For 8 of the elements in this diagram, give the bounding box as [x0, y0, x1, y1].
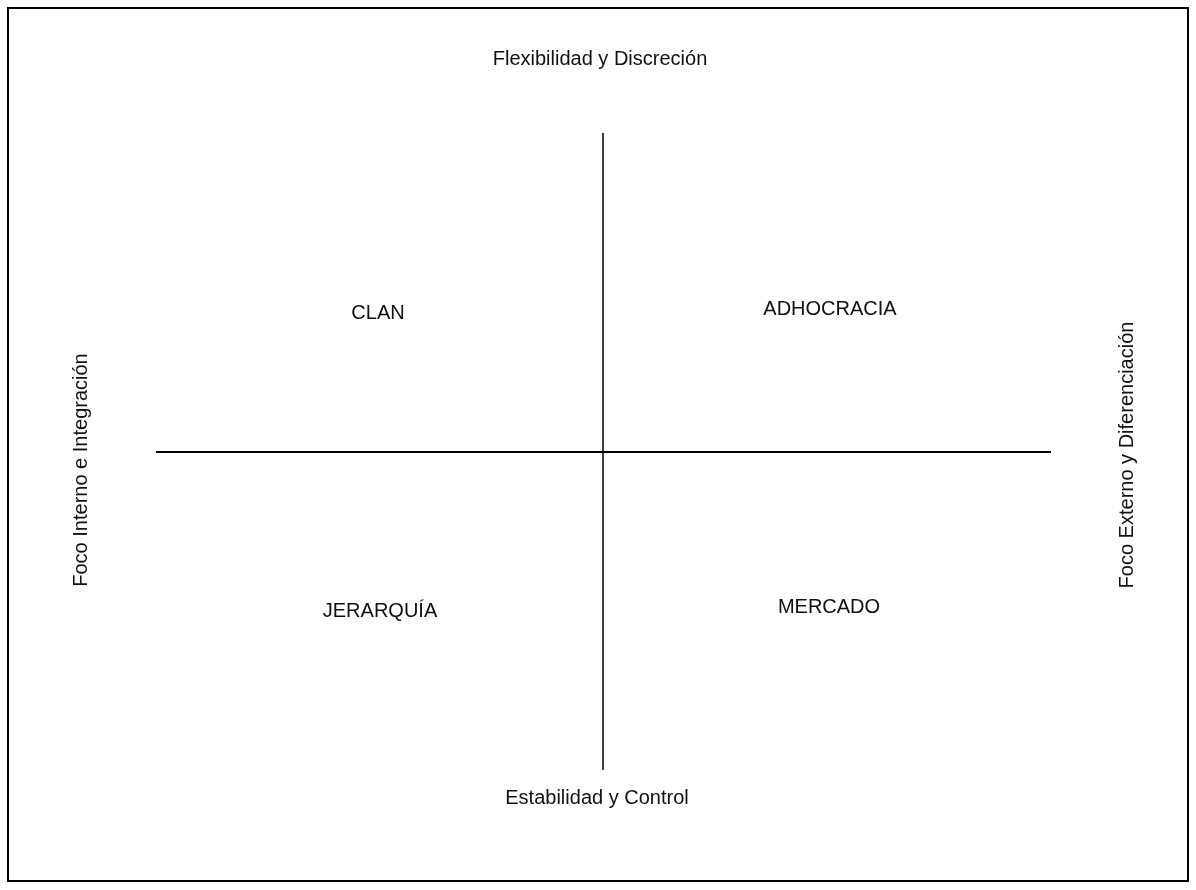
axis-label: Flexibilidad y Discreción [492, 46, 708, 70]
axis-label: Foco Interno e Integración [68, 353, 92, 587]
quadrant-label: JERARQUÍA [322, 598, 438, 622]
axis-label: Estabilidad y Control [505, 785, 689, 809]
quadrant-label: CLAN [351, 300, 405, 324]
quadrant-label: MERCADO [777, 594, 881, 618]
quadrant-label: ADHOCRACIA [763, 296, 897, 320]
axis-label: Foco Externo y Diferenciación [1114, 321, 1138, 589]
